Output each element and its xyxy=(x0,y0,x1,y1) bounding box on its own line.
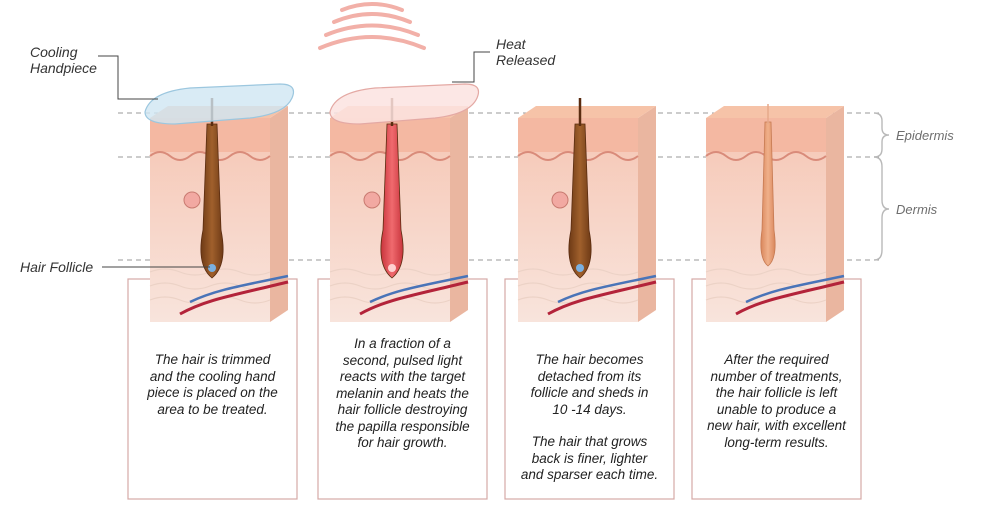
cooling-handpiece-label: Cooling Handpiece xyxy=(30,44,97,76)
step-3-paragraph-1: The hair becomes detached from its folli… xyxy=(530,352,649,417)
fat-layer-line xyxy=(517,282,639,290)
heat-released-label-line2: Released xyxy=(496,52,556,68)
dermal-papilla xyxy=(388,264,396,272)
artery xyxy=(179,280,289,316)
hair-follicle xyxy=(568,123,592,279)
heat-released-label-line1: Heat xyxy=(496,36,526,52)
cooling-handpiece-leader xyxy=(98,55,158,100)
cooling-handpiece-label-line2: Handpiece xyxy=(30,60,97,76)
skin-block-side xyxy=(638,106,656,322)
hair-follicle xyxy=(200,123,224,279)
step-4-caption: After the required number of treatments,… xyxy=(692,352,861,451)
skin-block-4 xyxy=(705,104,845,322)
dermis-brace xyxy=(873,156,890,261)
heat-released-label: Heat Released xyxy=(496,36,555,68)
skin-block-side xyxy=(450,106,468,322)
heat-released-leader xyxy=(452,51,490,83)
dermal-papilla xyxy=(576,264,584,272)
epidermis-brace xyxy=(873,112,890,158)
artery xyxy=(547,280,657,316)
step-4-paragraph-1: After the required number of treatments,… xyxy=(707,352,846,450)
vein xyxy=(369,274,469,304)
step-2-caption: In a fraction of a second, pulsed light … xyxy=(318,336,487,452)
heat-waves xyxy=(318,2,426,50)
fat-layer-line xyxy=(149,282,271,290)
skin-block-1 xyxy=(149,98,289,322)
vein xyxy=(557,274,657,304)
epidermis-label: Epidermis xyxy=(896,128,954,143)
fat-layer-line xyxy=(705,282,827,290)
heat-wave-2 xyxy=(332,12,412,24)
step-1-caption: The hair is trimmed and the cooling hand… xyxy=(128,352,297,418)
step-1-paragraph-1: The hair is trimmed and the cooling hand… xyxy=(147,352,278,417)
artery xyxy=(359,280,469,316)
vein xyxy=(745,274,845,304)
cooling-handpiece xyxy=(144,83,295,125)
dermal-papilla xyxy=(208,264,216,272)
heat-wave-1 xyxy=(340,2,404,12)
skin-block-side xyxy=(270,106,288,322)
vein xyxy=(189,274,289,304)
step-2-paragraph-1: In a fraction of a second, pulsed light … xyxy=(335,336,470,450)
hair-follicle xyxy=(760,121,776,267)
heat-wave-4 xyxy=(318,35,426,50)
sebaceous-gland xyxy=(363,191,381,209)
cooling-handpiece-label-line1: Cooling xyxy=(30,44,78,60)
hair-follicle-label: Hair Follicle xyxy=(20,259,94,275)
fat-layer-line xyxy=(329,282,451,290)
artery xyxy=(735,280,845,316)
skin-block-top xyxy=(518,106,656,118)
fat-layer-line xyxy=(705,268,827,276)
heated-handpiece xyxy=(329,83,480,125)
layer-braces xyxy=(873,112,890,261)
skin-block-side xyxy=(826,106,844,322)
step-3-caption: The hair becomes detached from its folli… xyxy=(505,352,674,484)
sebaceous-gland xyxy=(551,191,569,209)
hair-follicle xyxy=(380,123,404,279)
sebaceous-gland xyxy=(183,191,201,209)
dermis-label: Dermis xyxy=(896,202,938,217)
heat-wave-3 xyxy=(324,23,420,37)
leader-lines xyxy=(98,51,490,268)
skin-block-3 xyxy=(517,98,657,322)
step-3-paragraph-2: The hair that grows back is finer, light… xyxy=(520,434,659,482)
skin-block-top xyxy=(706,106,844,118)
skin-block-2 xyxy=(329,98,469,322)
